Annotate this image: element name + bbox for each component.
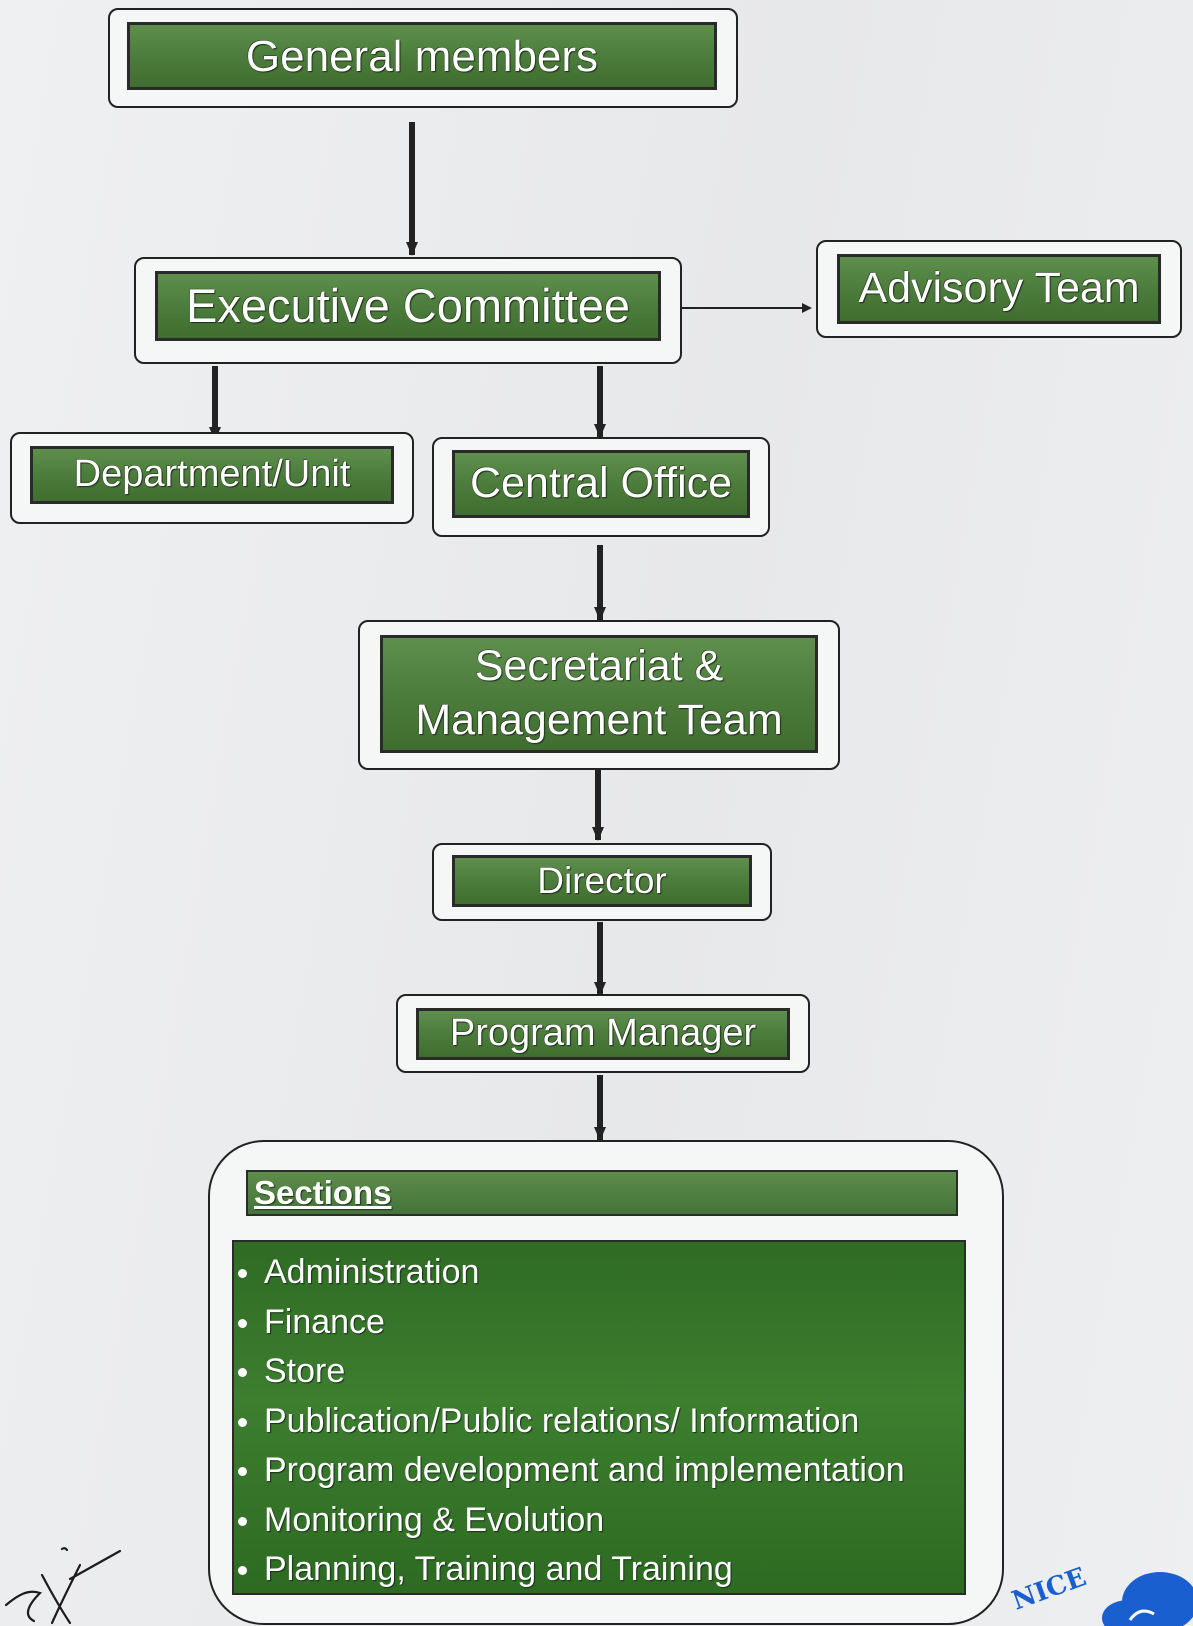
svg-text:NICE: NICE	[1010, 1562, 1090, 1616]
section-item-finance: Finance	[238, 1298, 964, 1348]
section-item-program-development: Program development and implementation	[238, 1446, 964, 1496]
director-box: Director	[452, 855, 752, 907]
central-office-box: Central Office	[452, 450, 750, 518]
secretariat-box: Secretariat & Management Team	[380, 635, 818, 753]
section-item-monitoring: Monitoring & Evolution	[238, 1496, 964, 1546]
handwritten-signature	[4, 1547, 122, 1625]
section-item-planning: Planning, Training and Training	[238, 1545, 964, 1595]
department-unit-box: Department/Unit	[30, 446, 394, 504]
section-item-store: Store	[238, 1347, 964, 1397]
section-item-administration: Administration	[238, 1248, 964, 1298]
executive-committee-box: Executive Committee	[155, 271, 661, 341]
sections-list: Administration Finance Store Publication…	[232, 1240, 966, 1595]
section-item-publication: Publication/Public relations/ Informatio…	[238, 1397, 964, 1447]
sections-title: Sections	[246, 1170, 958, 1216]
general-members-box: General members	[127, 22, 717, 90]
program-manager-box: Program Manager	[416, 1008, 790, 1060]
nice-logo: NICE	[1010, 1562, 1193, 1626]
advisory-team-box: Advisory Team	[837, 254, 1161, 324]
